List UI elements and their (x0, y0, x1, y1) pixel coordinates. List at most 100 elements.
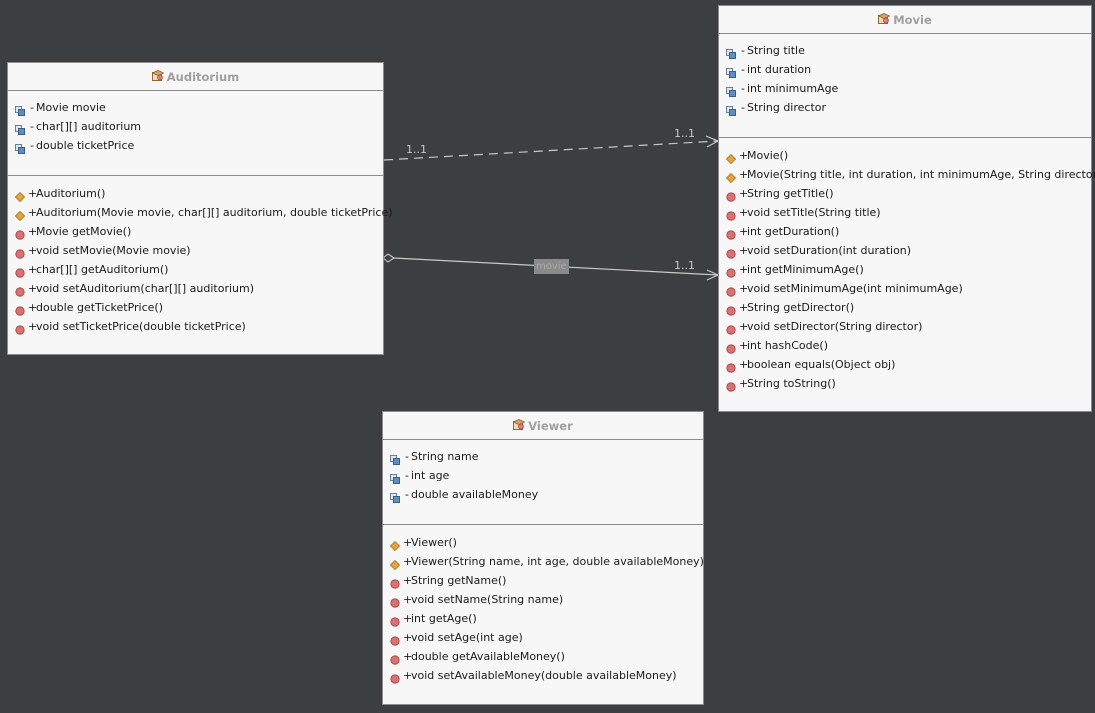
constructor-row[interactable]: +Auditorium(Movie movie, char[][] audito… (8, 203, 393, 222)
dependency-target-multiplicity: 1..1 (674, 127, 695, 140)
class-movie[interactable]: Movie -String title-int duration-int min… (718, 5, 1095, 412)
method-row[interactable]: +void setAuditorium(char[][] auditorium) (8, 279, 383, 298)
method-row[interactable]: +char[][] getAuditorium() (8, 260, 383, 279)
attribute-row[interactable]: -int duration (719, 60, 1091, 79)
method-row[interactable]: +String getTitle() (719, 184, 1091, 203)
visibility-marker: - (741, 63, 745, 76)
attribute-row[interactable]: -Movie movie (8, 98, 383, 117)
operation-text: void setDuration(int duration) (747, 244, 912, 257)
method-icon (15, 265, 25, 278)
visibility-marker: - (741, 82, 745, 95)
attribute-row[interactable]: -String name (383, 447, 703, 466)
method-icon (726, 246, 736, 259)
method-row[interactable]: +void setMovie(Movie movie) (8, 241, 383, 260)
field-icon (726, 103, 736, 116)
class-icon (877, 12, 891, 27)
constructor-row[interactable]: +Viewer(String name, int age, double ava… (383, 552, 704, 571)
visibility-marker: + (403, 574, 413, 587)
attribute-row[interactable]: -int minimumAge (719, 79, 1091, 98)
operation-text: String getName() (411, 574, 507, 587)
visibility-marker: + (403, 593, 413, 606)
class-viewer[interactable]: Viewer -String name-int age-double avail… (382, 411, 704, 705)
class-icon (151, 69, 165, 84)
method-row[interactable]: +void setDirector(String director) (719, 317, 1091, 336)
visibility-marker: + (739, 149, 749, 162)
method-row[interactable]: +double getAvailableMoney() (383, 647, 703, 666)
attribute-row[interactable]: -double ticketPrice (8, 136, 383, 155)
constructor-row[interactable]: +Viewer() (383, 533, 703, 552)
operation-text: Auditorium() (36, 187, 106, 200)
method-icon (390, 633, 400, 646)
class-name: Movie (893, 12, 932, 27)
method-row[interactable]: +void setAge(int age) (383, 628, 703, 647)
method-row[interactable]: +double getTicketPrice() (8, 298, 383, 317)
operation-text: Movie() (747, 149, 789, 162)
visibility-marker: + (28, 206, 38, 219)
visibility-marker: + (403, 555, 413, 568)
visibility-marker: + (739, 377, 749, 390)
method-row[interactable]: +Movie getMovie() (8, 222, 383, 241)
method-row[interactable]: +void setAvailableMoney(double available… (383, 666, 703, 685)
operation-text: String getDirector() (747, 301, 855, 314)
attribute-row[interactable]: -double availableMoney (383, 485, 703, 504)
method-icon (726, 303, 736, 316)
method-row[interactable]: +int hashCode() (719, 336, 1091, 355)
method-icon (726, 322, 736, 335)
operations-section: +Viewer()+Viewer(String name, int age, d… (383, 525, 704, 685)
method-row[interactable]: +void setMinimumAge(int minimumAge) (719, 279, 1091, 298)
operation-text: void setAvailableMoney(double availableM… (411, 669, 677, 682)
visibility-marker: - (741, 44, 745, 57)
constructor-row[interactable]: +Movie() (719, 146, 1091, 165)
attribute-text: double ticketPrice (36, 139, 135, 152)
method-row[interactable]: +int getMinimumAge() (719, 260, 1091, 279)
visibility-marker: + (739, 358, 749, 371)
method-icon (15, 227, 25, 240)
method-row[interactable]: +void setTicketPrice(double ticketPrice) (8, 317, 383, 336)
operation-text: void setTitle(String title) (747, 206, 881, 219)
method-row[interactable]: +String getDirector() (719, 298, 1091, 317)
constructor-icon (389, 557, 401, 570)
field-icon (390, 452, 400, 465)
class-name: Viewer (528, 418, 573, 433)
operation-text: Viewer() (411, 536, 457, 549)
attribute-row[interactable]: -String director (719, 98, 1091, 117)
class-auditorium[interactable]: Auditorium -Movie movie-char[][] auditor… (7, 62, 393, 355)
method-row[interactable]: +int getDuration() (719, 222, 1091, 241)
operation-text: void setMovie(Movie movie) (36, 244, 191, 257)
method-row[interactable]: +int getAge() (383, 609, 703, 628)
class-header: Movie (719, 6, 1091, 34)
attribute-text: double availableMoney (411, 488, 539, 501)
visibility-marker: + (28, 263, 38, 276)
method-row[interactable]: +void setDuration(int duration) (719, 241, 1091, 260)
attribute-text: int minimumAge (747, 82, 839, 95)
attribute-row[interactable]: -int age (383, 466, 703, 485)
field-icon (390, 490, 400, 503)
field-icon (15, 103, 25, 116)
visibility-marker: + (403, 536, 413, 549)
operation-text: String toString() (747, 377, 836, 390)
visibility-marker: + (739, 263, 749, 276)
method-row[interactable]: +void setName(String name) (383, 590, 703, 609)
aggregation-diamond (382, 253, 395, 263)
attribute-row[interactable]: -String title (719, 41, 1091, 60)
operation-text: void setName(String name) (411, 593, 564, 606)
method-row[interactable]: +String getName() (383, 571, 703, 590)
attribute-row[interactable]: -char[][] auditorium (8, 117, 383, 136)
attribute-text: String director (747, 101, 827, 114)
visibility-marker: + (28, 225, 38, 238)
constructor-row[interactable]: +Movie(String title, int duration, int m… (719, 165, 1095, 184)
method-row[interactable]: +void setTitle(String title) (719, 203, 1091, 222)
visibility-marker: + (739, 168, 749, 181)
constructor-row[interactable]: +Auditorium() (8, 184, 383, 203)
field-icon (15, 122, 25, 135)
visibility-marker: + (739, 320, 749, 333)
dependency-edge[interactable] (383, 140, 719, 161)
aggregation-role-label[interactable]: movie (534, 259, 569, 274)
method-row[interactable]: +boolean equals(Object obj) (719, 355, 1091, 374)
attribute-text: String name (411, 450, 479, 463)
operation-text: int hashCode() (747, 339, 828, 352)
visibility-marker: + (403, 650, 413, 663)
method-icon (726, 341, 736, 354)
method-row[interactable]: +String toString() (719, 374, 1091, 393)
method-icon (390, 614, 400, 627)
